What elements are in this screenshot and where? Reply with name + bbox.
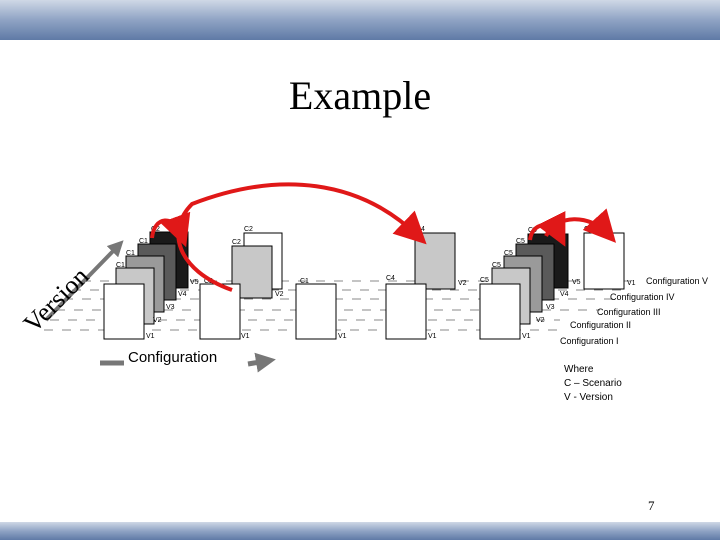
stack-2: C2 C2 V1 V2	[199, 226, 284, 340]
configuration-label: Configuration I	[560, 336, 619, 346]
red-arrows	[150, 182, 617, 292]
configuration-labels: Configuration V Configuration IV Configu…	[560, 276, 708, 346]
stack3-c-label: C1	[300, 278, 309, 285]
bottom-banner	[0, 522, 720, 540]
stack1-v-label: V3	[166, 304, 175, 311]
legend-line: C – Scenario	[564, 378, 622, 389]
stack1-v-label: V4	[178, 291, 187, 298]
legend-line: V - Version	[564, 392, 613, 403]
stack4-layer-back	[414, 232, 456, 290]
configuration-axis-arrow	[247, 352, 276, 373]
stack2-c-label: C2	[244, 226, 253, 233]
red-arrow-loop-2	[528, 210, 566, 247]
stack3-layer-front	[295, 283, 337, 340]
stack1-c-label-extra: C2	[204, 278, 213, 285]
stack1-v-label: V2	[153, 317, 162, 324]
stack4-c-label: C4	[416, 226, 425, 233]
stack6-layer	[583, 232, 625, 290]
stack2-layer-front	[199, 283, 241, 340]
configuration-label: Configuration III	[597, 307, 661, 317]
page-number: 7	[648, 498, 655, 513]
stack6-c-label: C6	[584, 226, 593, 233]
stack6-v-label: V1	[627, 280, 636, 287]
configuration-axis-label: Configuration	[128, 349, 217, 366]
stack4-c-label: C4	[386, 275, 395, 282]
version-axis-arrow	[44, 240, 124, 322]
stack5-c-label: C5	[504, 250, 513, 257]
stack5-v-label: V2	[536, 317, 545, 324]
stack2-v-label: V2	[275, 291, 284, 298]
configuration-label: Configuration II	[570, 320, 631, 330]
stack5-v-label: V1	[522, 333, 531, 340]
stack5-layer-front	[479, 283, 521, 340]
stack-3: C1 V1	[295, 278, 347, 340]
stack1-v-label: V1	[146, 333, 155, 340]
stack1-layer-front	[103, 283, 145, 340]
stack1-c-label: C1	[116, 262, 125, 269]
stack2-v-label: V1	[241, 333, 250, 340]
stack5-v-label: V3	[546, 304, 555, 311]
stack4-v-label: V1	[428, 333, 437, 340]
stack-4: C4 C4 V1 V2	[385, 226, 467, 340]
stack1-c-label: C1	[126, 250, 135, 257]
stack2-c-label: C2	[232, 239, 241, 246]
stack4-v-label: V2	[458, 280, 467, 287]
slide-title: Example	[288, 73, 432, 118]
stack-5: C5 C5 C5 C5 C5 V1 V2 V3 V4 V5	[479, 227, 581, 340]
stack4-layer-front	[385, 283, 427, 340]
stack5-v-label: V4	[560, 291, 569, 298]
legend: Where C – Scenario V - Version	[564, 364, 622, 403]
configuration-label: Configuration V	[646, 276, 708, 286]
stack-1: C2 C1 C1 C1 V1 V2 V3 V4 V5 C2	[103, 226, 213, 340]
stack3-v-label: V1	[338, 333, 347, 340]
stack5-c-label: C5	[516, 238, 525, 245]
legend-line: Where	[564, 364, 594, 375]
configuration-label: Configuration IV	[610, 292, 675, 302]
stack5-c-label: C5	[480, 277, 489, 284]
stack1-c-label: C1	[139, 238, 148, 245]
top-banner	[0, 0, 720, 40]
red-arrow-long	[176, 182, 427, 292]
stack5-v-label: V5	[572, 279, 581, 286]
stack5-c-label: C5	[492, 262, 501, 269]
red-arrow-to-c6	[544, 208, 617, 243]
stack1-v-label: V5	[190, 279, 199, 286]
